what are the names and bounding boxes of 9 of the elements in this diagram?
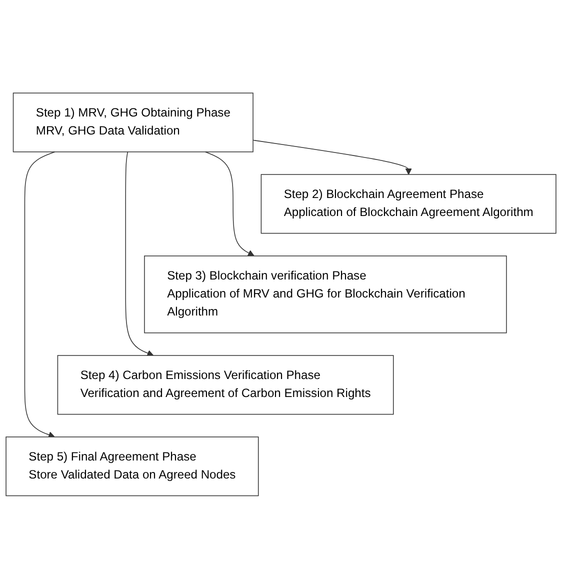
arrow: [204, 151, 254, 256]
node-box: Step 2) Blockchain Agreement Phase Application of Blockchain Agreement Algorithm: [260, 174, 556, 234]
node-box: Step 3) Blockchain verification Phase Application of MRV and GHG for Blockchain Verification Algorithm: [144, 255, 507, 333]
arrow: [125, 151, 154, 356]
arrow: [252, 139, 412, 174]
node-box: Step 5) Final Agreement Phase Store Validated Data on Agreed Nodes: [6, 436, 259, 496]
node-box: Step 1) MRV, GHG Obtaining Phase MRV, GHG Data Validation: [12, 92, 254, 152]
arrow: [24, 151, 56, 438]
node-box: Step 4) Carbon Emissions Verification Phase Verification and Agreement of Carbon Emission Rights: [57, 354, 394, 414]
